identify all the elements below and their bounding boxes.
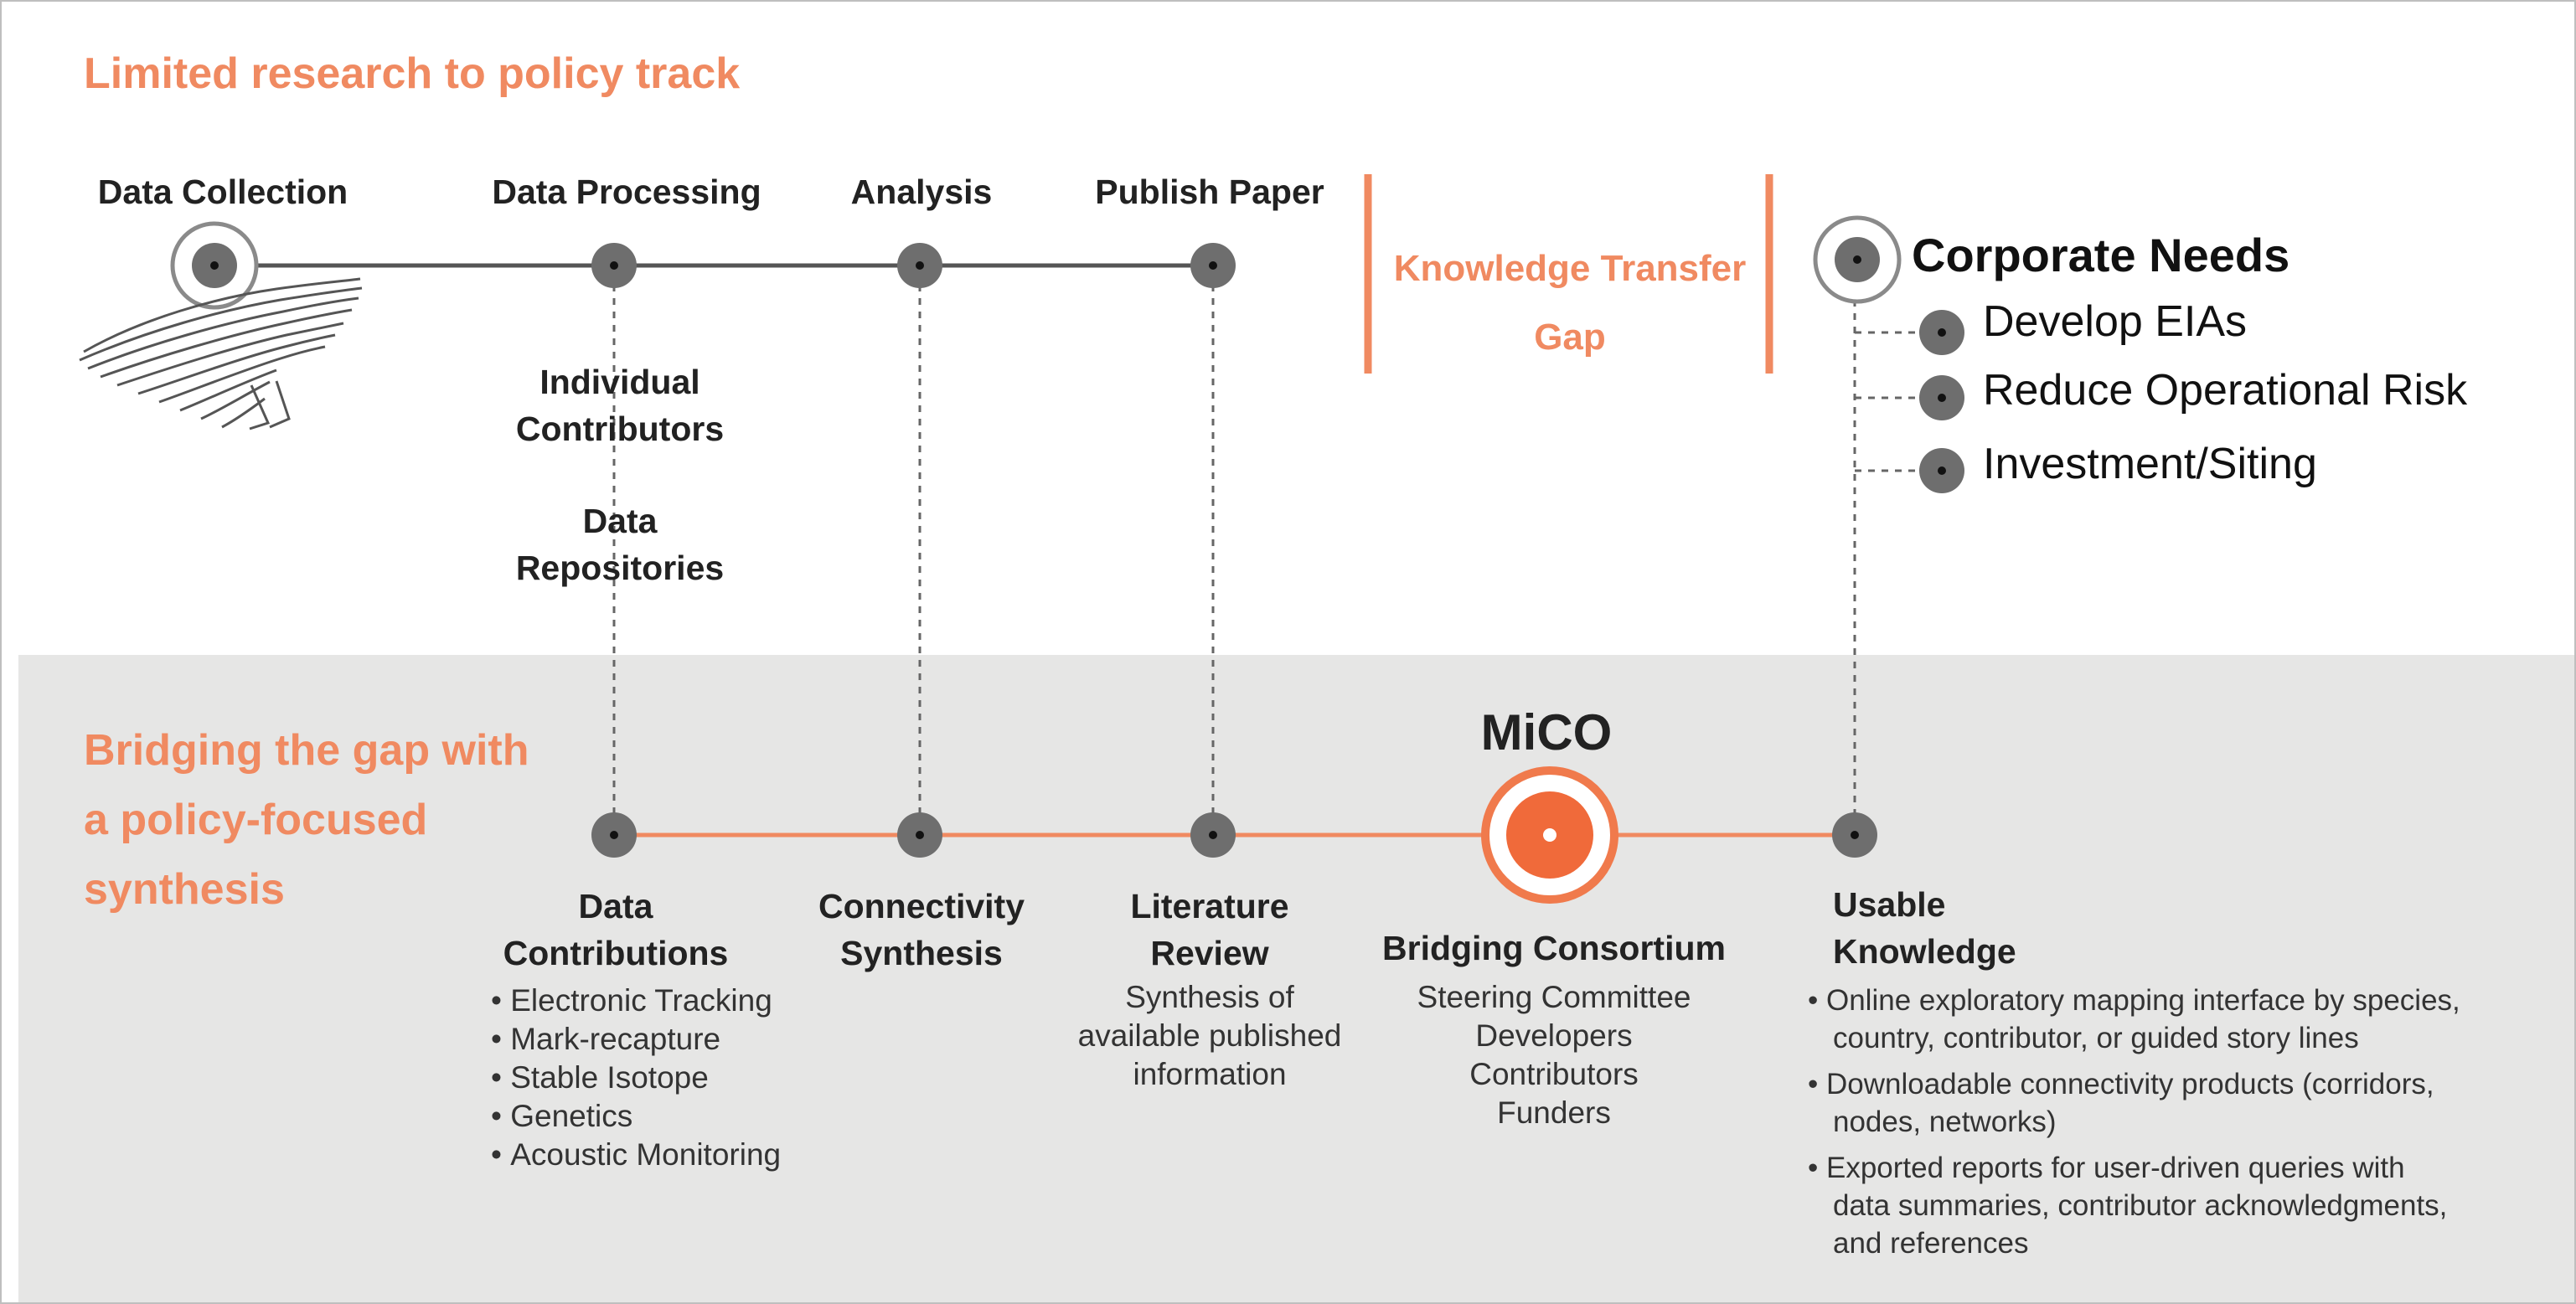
bullet-line: country, contributor, or guided story li… — [1833, 1022, 2359, 1054]
node-data-processing — [591, 243, 637, 288]
title-line: Literature — [1130, 887, 1289, 925]
list-item: Stable Isotope — [491, 1059, 781, 1097]
mico-label: MiCO — [1480, 704, 1613, 760]
bridging-consortium-title: Bridging Consortium — [1382, 925, 1726, 972]
node-investment — [1919, 448, 1964, 493]
list-item: Genetics — [491, 1097, 781, 1136]
member-item: Funders — [1497, 1095, 1611, 1130]
list-item: Acoustic Monitoring — [491, 1136, 781, 1174]
need-investment: Investment/Siting — [1983, 440, 2317, 488]
title-line: Connectivity — [818, 887, 1025, 925]
bullet-line: and references — [1833, 1227, 2029, 1260]
whale-illustration — [79, 277, 363, 430]
need-develop-eias: Develop EIAs — [1983, 297, 2248, 346]
node-literature — [1190, 812, 1236, 858]
desc-line: available published — [1077, 1018, 1342, 1053]
stage-analysis: Analysis — [850, 173, 993, 211]
bottom-heading-line: synthesis — [84, 865, 285, 914]
node-reduce-risk — [1919, 375, 1964, 420]
title-line: Synthesis — [840, 934, 1003, 972]
list-item: Mark-recapture — [491, 1020, 781, 1059]
title-line: Bridging Consortium — [1382, 929, 1726, 967]
node-usable-knowledge — [1832, 812, 1877, 858]
bottom-heading-line: Bridging the gap with — [84, 726, 529, 775]
node-develop-eias — [1919, 310, 1964, 355]
data-contributions-list: Electronic Tracking Mark-recapture Stabl… — [491, 982, 781, 1174]
bullet-line: Exported reports for user-driven queries… — [1808, 1149, 2460, 1187]
bottom-section-heading: Bridging the gap with a policy-focused s… — [84, 716, 529, 925]
source-label: Data Repositories — [515, 502, 725, 587]
stage-publish-paper: Publish Paper — [1095, 173, 1324, 211]
title-line: Knowledge — [1833, 932, 2016, 971]
desc-line: information — [1133, 1057, 1287, 1091]
mico-target-node — [1481, 766, 1618, 904]
stage-data-collection: Data Collection — [97, 173, 348, 211]
list-item: Exported reports for user-driven queries… — [1808, 1149, 2460, 1262]
bottom-heading-line: a policy-focused — [84, 796, 428, 844]
member-item: Contributors — [1469, 1057, 1639, 1091]
gap-label-line1: Knowledge Transfer — [1393, 248, 1747, 289]
literature-review-title: Literature Review — [1130, 883, 1288, 977]
usable-knowledge-list: Online exploratory mapping interface by … — [1808, 982, 2460, 1262]
member-item: Developers — [1475, 1018, 1633, 1053]
source-data-repositories: Data Repositories — [511, 497, 729, 591]
connectivity-synthesis-title: Connectivity Synthesis — [818, 883, 1025, 977]
title-line: Data — [578, 887, 653, 925]
bottom-band — [18, 655, 2576, 1304]
node-data-contributions — [591, 812, 637, 858]
need-reduce-risk: Reduce Operational Risk — [1983, 366, 2468, 415]
source-label: Individual Contributors — [515, 363, 725, 448]
desc-line: Synthesis of — [1125, 980, 1294, 1014]
source-individual-contributors: Individual Contributors — [511, 358, 729, 452]
knowledge-transfer-gap: Knowledge Transfer Gap — [1394, 235, 1747, 372]
usable-knowledge-title: Usable Knowledge — [1833, 881, 2016, 975]
consortium-members: Steering Committee Developers Contributo… — [1417, 978, 1691, 1132]
node-connectivity — [897, 812, 942, 858]
title-line: Review — [1150, 934, 1269, 972]
stage-data-processing: Data Processing — [492, 173, 761, 211]
list-item: Electronic Tracking — [491, 982, 781, 1020]
bullet-line: nodes, networks) — [1833, 1106, 2057, 1138]
gap-label-line2: Gap — [1534, 317, 1606, 358]
node-publish-paper — [1190, 243, 1236, 288]
member-item: Steering Committee — [1417, 980, 1691, 1014]
bullet-line: data summaries, contributor acknowledgme… — [1833, 1189, 2448, 1222]
node-analysis — [897, 243, 942, 288]
bullet-line: Downloadable connectivity products (corr… — [1808, 1065, 2460, 1103]
data-contributions-title: Data Contributions — [503, 883, 729, 977]
bullet-line: Online exploratory mapping interface by … — [1808, 982, 2460, 1019]
literature-review-description: Synthesis of available published informa… — [1078, 978, 1342, 1094]
list-item: Downloadable connectivity products (corr… — [1808, 1065, 2460, 1141]
title-line: Usable — [1833, 885, 1946, 924]
title-line: Contributions — [503, 934, 729, 972]
top-section-heading: Limited research to policy track — [84, 49, 741, 98]
corporate-needs-title: Corporate Needs — [1912, 229, 2290, 281]
list-item: Online exploratory mapping interface by … — [1808, 982, 2460, 1057]
